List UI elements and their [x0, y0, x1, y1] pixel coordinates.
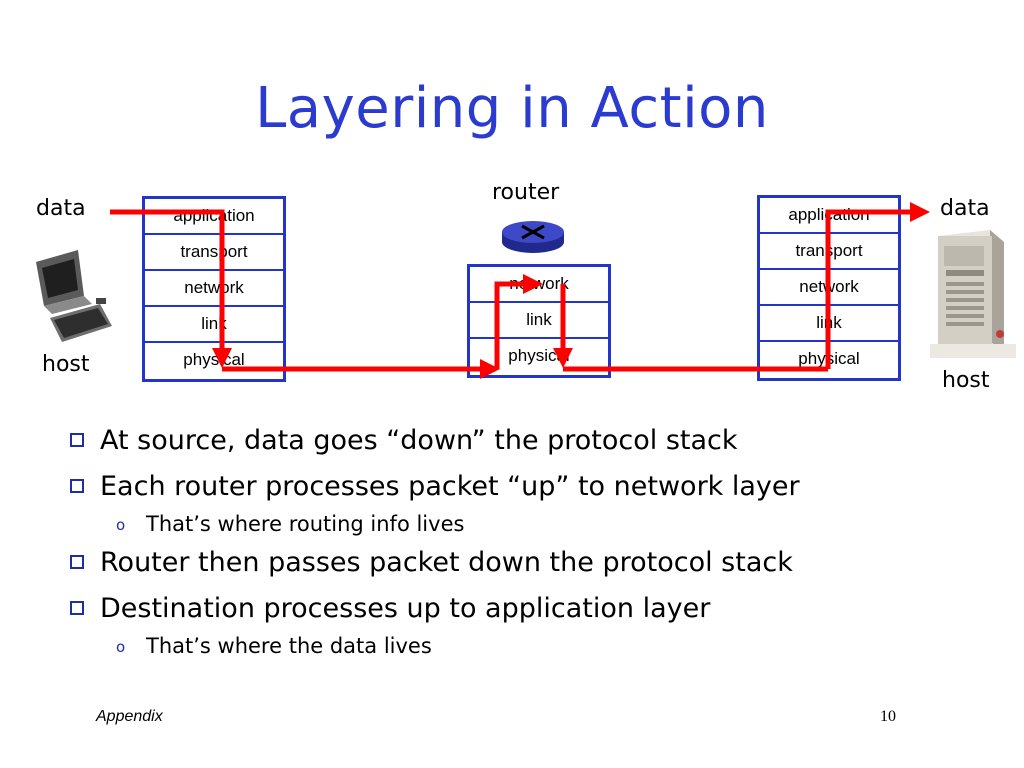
router-label: router — [492, 180, 560, 205]
bullet-list: At source, data goes “down” the protocol… — [70, 418, 970, 662]
layer-link: link — [145, 307, 283, 343]
data-label-source: data — [36, 196, 86, 221]
source-protocol-stack: application transport network link physi… — [142, 196, 286, 382]
layer-physical: physical — [798, 349, 860, 368]
bullet-item: Destination processes up to application … — [70, 586, 970, 632]
square-bullet-icon — [70, 601, 84, 615]
square-bullet-icon — [70, 433, 84, 447]
bullet-item: Router then passes packet down the proto… — [70, 540, 970, 586]
footer-appendix: Appendix — [96, 708, 163, 725]
layer-application: application — [145, 199, 283, 235]
circle-bullet-icon: o — [116, 516, 126, 534]
layer-link: link — [470, 303, 608, 339]
circle-bullet-icon: o — [116, 638, 126, 656]
square-bullet-icon — [70, 479, 84, 493]
layer-network: network — [145, 271, 283, 307]
page-title: Layering in Action — [255, 76, 769, 141]
layer-application: application — [760, 198, 898, 234]
layer-transport: transport — [145, 235, 283, 271]
layer-physical: physical — [508, 346, 570, 365]
bullet-item: At source, data goes “down” the protocol… — [70, 418, 970, 464]
layer-physical: physical — [183, 350, 245, 369]
data-label-destination: data — [940, 196, 990, 221]
destination-protocol-stack: application transport network link physi… — [757, 195, 901, 381]
layer-network: network — [760, 270, 898, 306]
layer-network: network — [470, 267, 608, 303]
host-label-destination: host — [942, 368, 990, 393]
router-protocol-stack: network link physical — [467, 264, 611, 378]
host-label-source: host — [42, 352, 90, 377]
layer-transport: transport — [760, 234, 898, 270]
layer-link: link — [760, 306, 898, 342]
page-number: 10 — [880, 708, 896, 725]
square-bullet-icon — [70, 555, 84, 569]
bullet-item: Each router processes packet “up” to net… — [70, 464, 970, 510]
